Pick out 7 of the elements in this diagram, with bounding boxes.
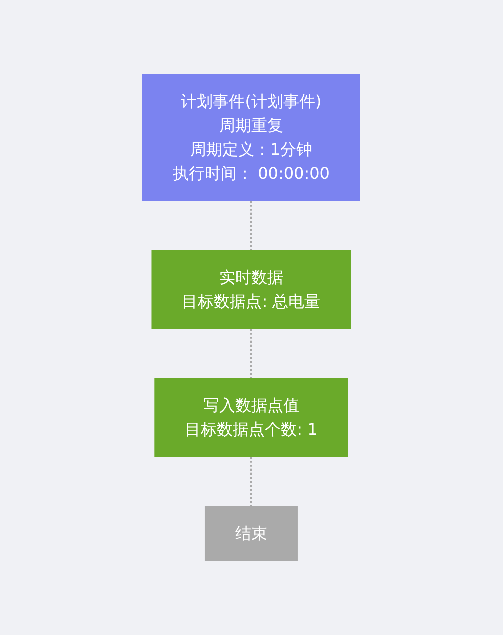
connector	[250, 200, 252, 250]
node-box: 结束	[205, 506, 298, 561]
node-box: 实时数据 目标数据点: 总电量	[152, 250, 352, 329]
node-box: 写入数据点值 目标数据点个数: 1	[154, 378, 348, 457]
node-box: 计划事件(计划事件) 周期重复 周期定义：1分钟 执行时间： 00:00:00	[142, 74, 360, 201]
connector	[250, 456, 252, 506]
connector	[250, 328, 252, 378]
